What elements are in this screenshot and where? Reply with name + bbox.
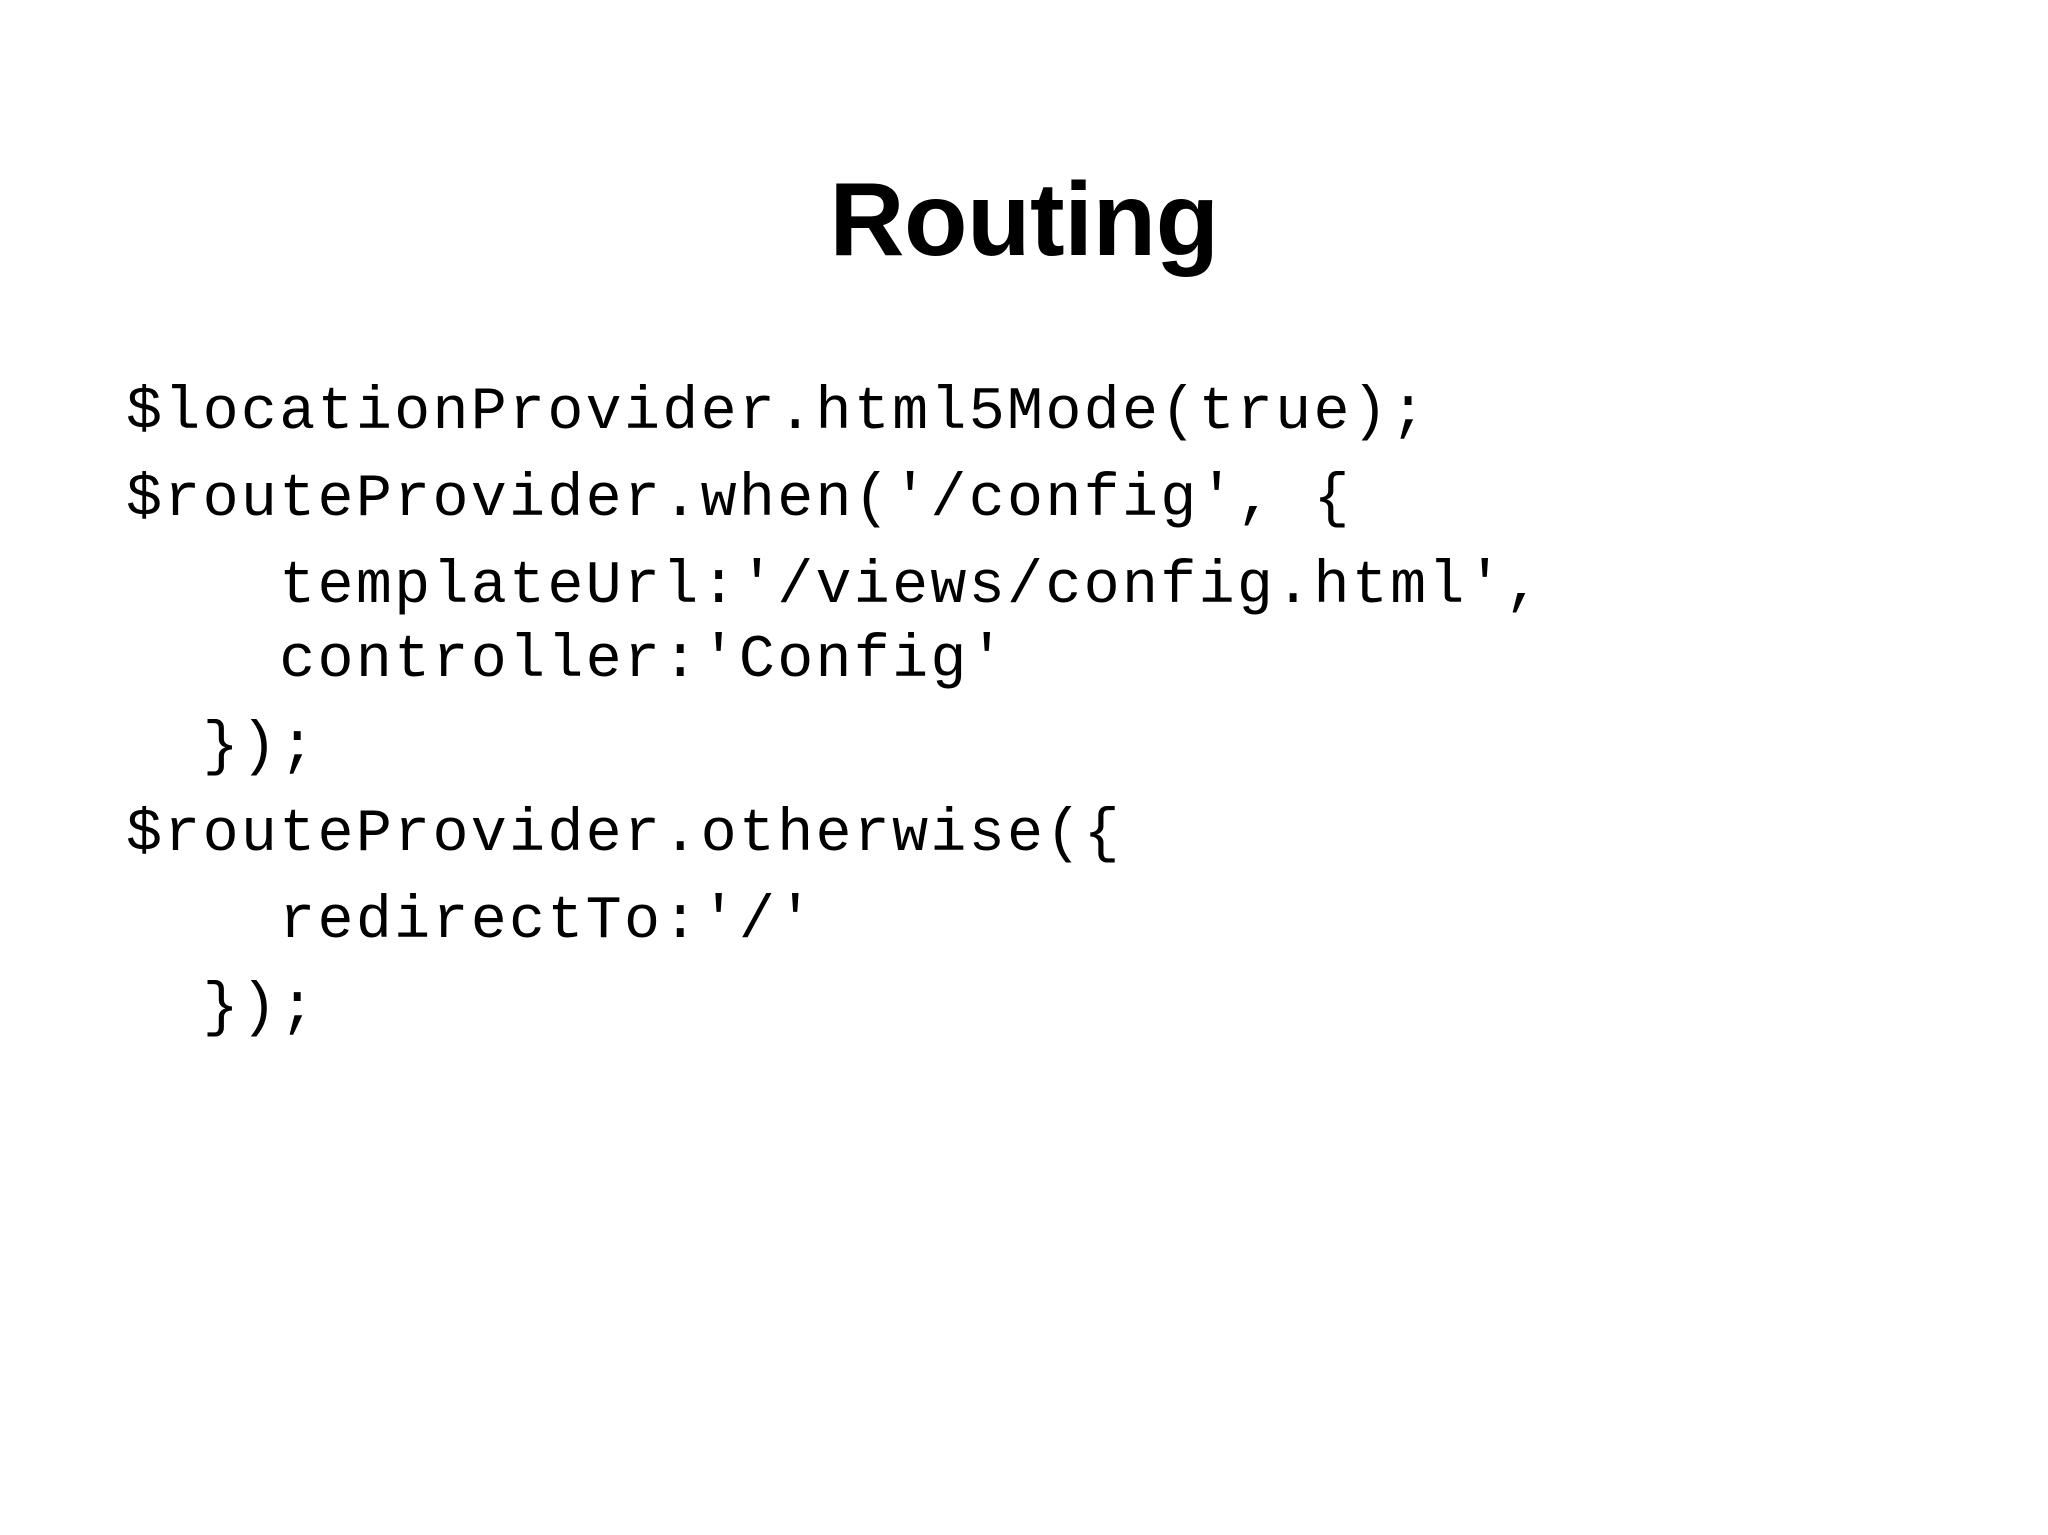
code-line: $routeProvider.when('/config', { bbox=[126, 466, 1352, 534]
page-title: Routing bbox=[829, 162, 1219, 278]
code-line: }); bbox=[126, 975, 318, 1043]
code-line: $locationProvider.html5Mode(true); bbox=[126, 379, 1429, 447]
code-line: $routeProvider.otherwise({ bbox=[126, 801, 1122, 869]
code-line: controller:'Config' bbox=[126, 627, 1008, 695]
code-block: $locationProvider.html5Mode(true); $rout… bbox=[126, 383, 1956, 1039]
code-line: redirectTo:'/' bbox=[126, 888, 816, 956]
code-line: }); bbox=[126, 714, 318, 782]
code-line: templateUrl:'/views/config.html', bbox=[126, 553, 1544, 621]
